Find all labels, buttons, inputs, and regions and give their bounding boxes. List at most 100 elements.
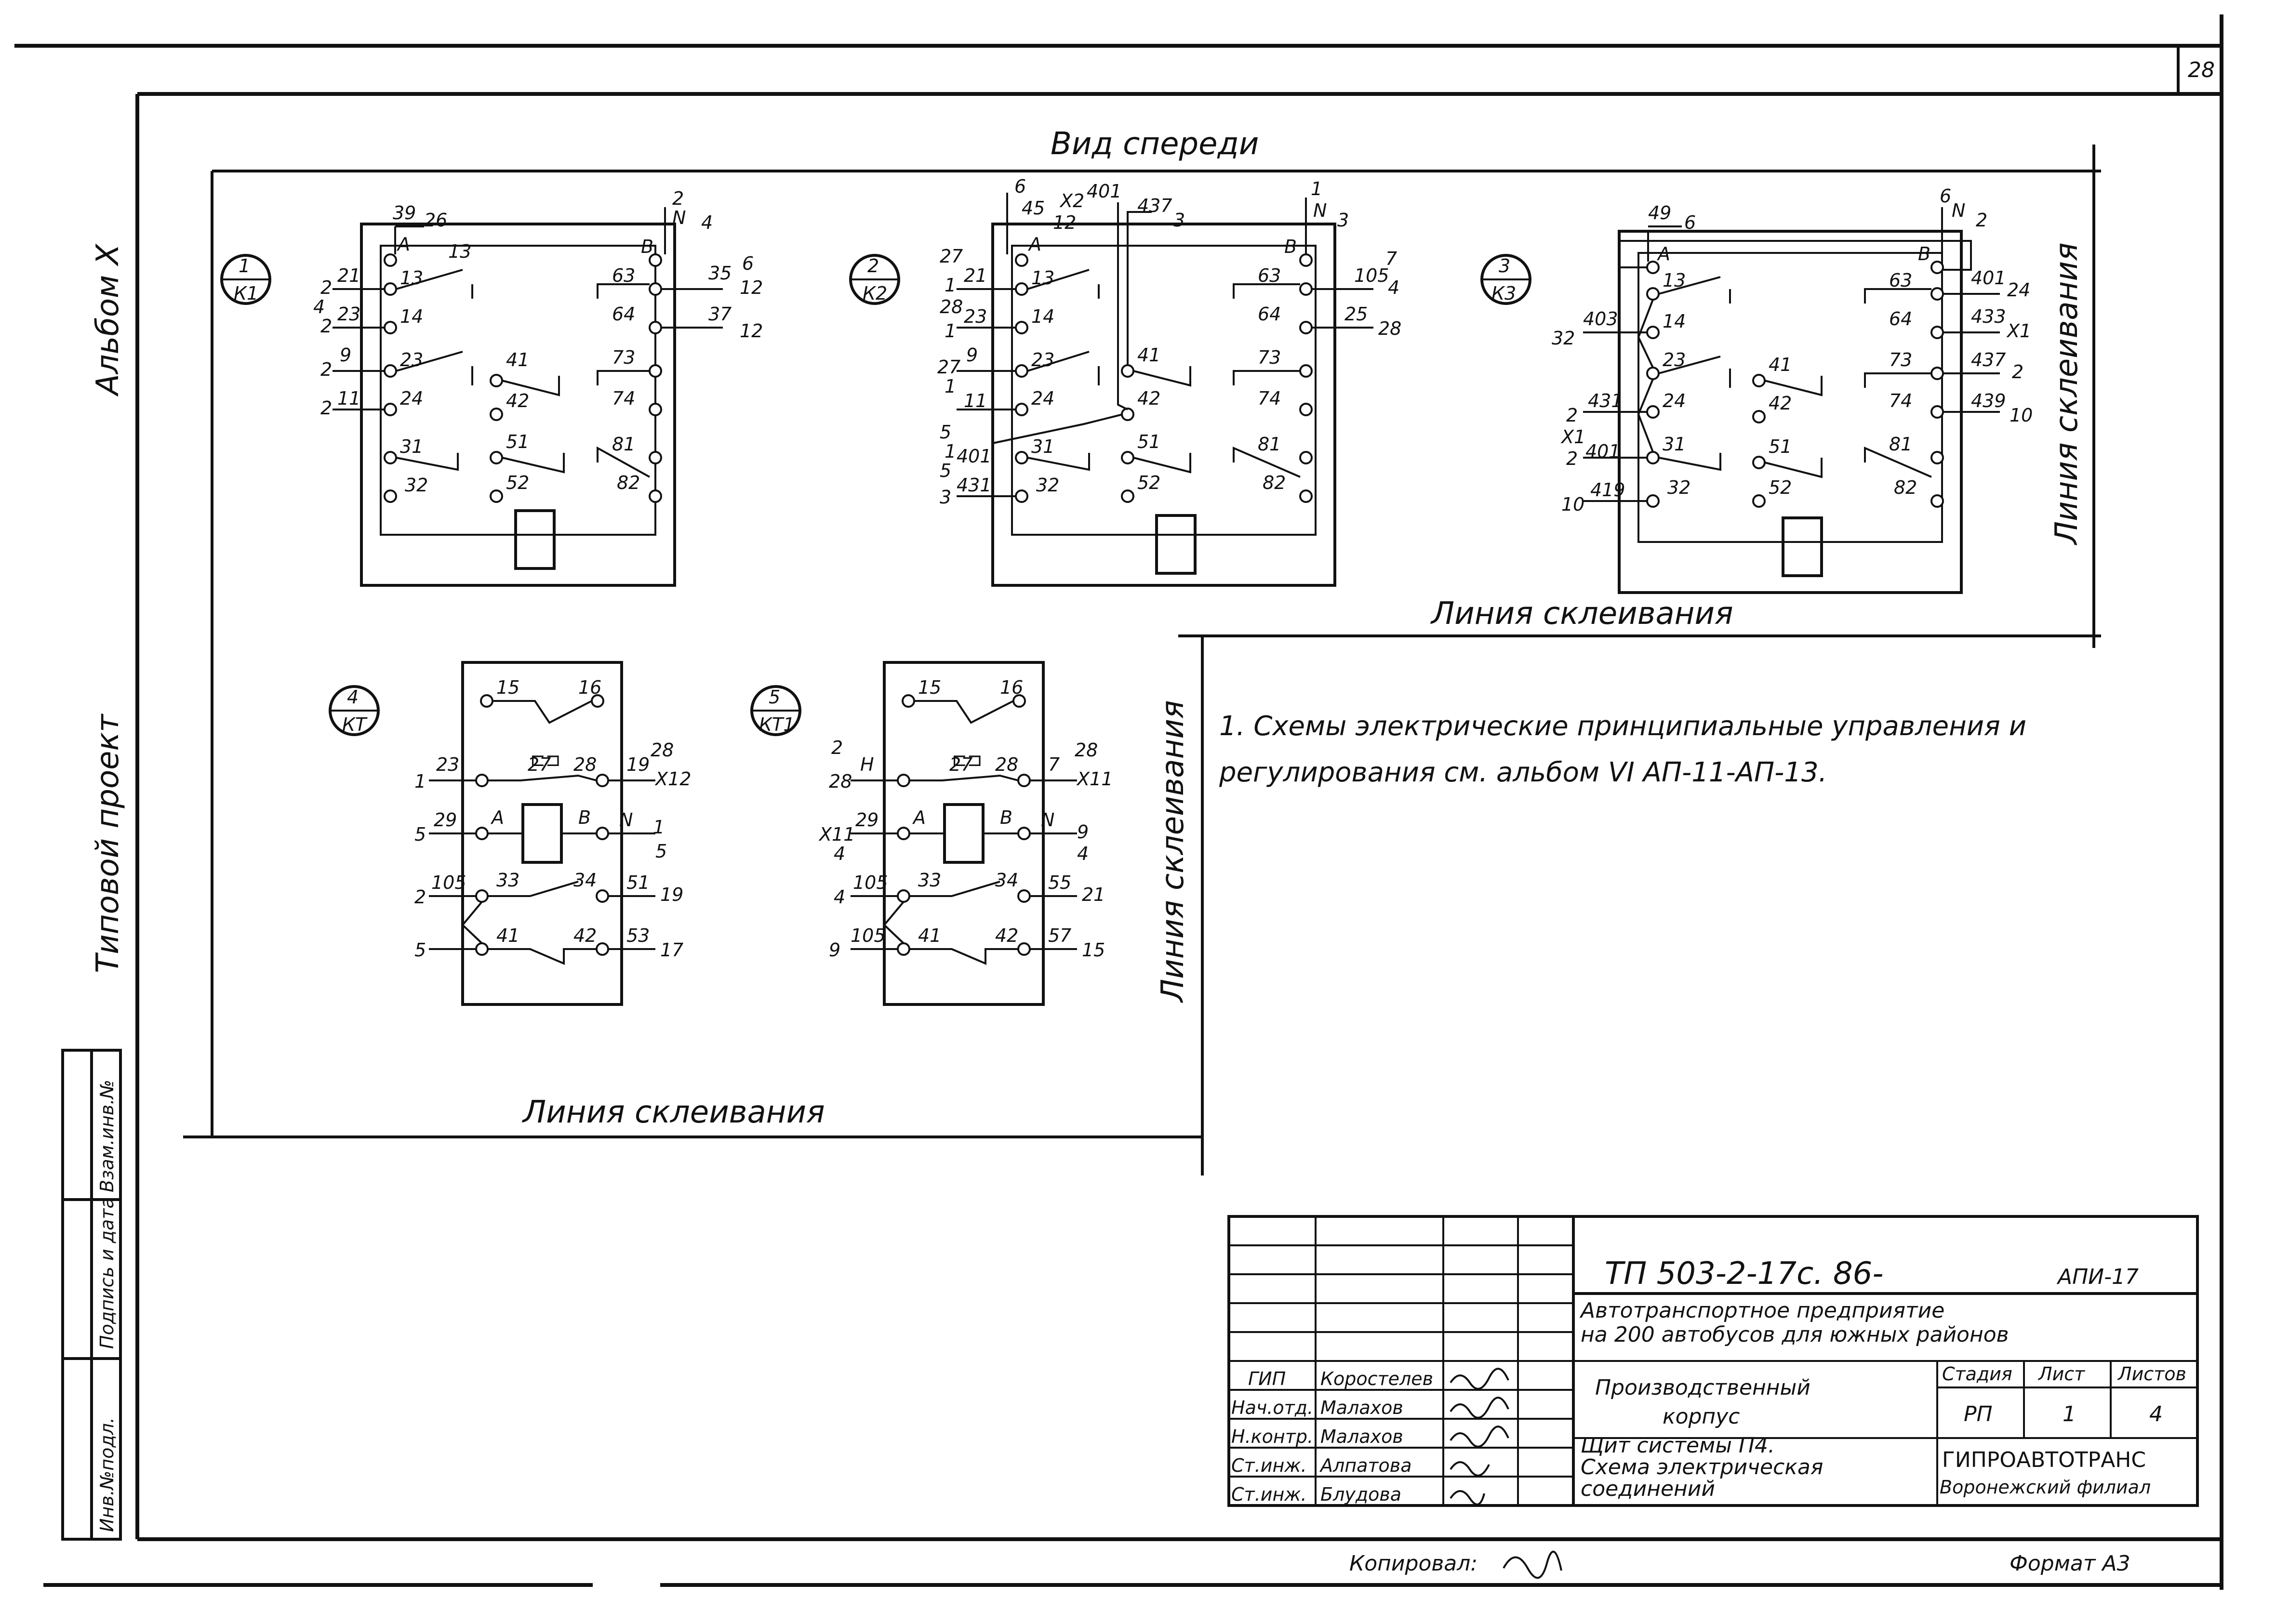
k3-rw-2: 2: [2012, 361, 2023, 383]
k3-c41: 41: [1769, 354, 1792, 375]
k1-c64: 64: [612, 304, 635, 325]
k2-lw-1a: 1: [945, 275, 956, 296]
staff-role-2: Н.контр.: [1231, 1426, 1313, 1447]
k1-rw-37: 37: [708, 304, 732, 325]
k3-rw-x1: X1: [2006, 320, 2031, 342]
signature-1: [1450, 1397, 1509, 1419]
k1-c82: 82: [617, 472, 640, 493]
kt1-rw-28: 28: [1075, 739, 1098, 761]
copied-label: Копировал:: [1349, 1551, 1477, 1576]
k1-c14: 14: [400, 306, 423, 327]
k3-rw-24: 24: [2007, 279, 2030, 301]
sheet-label: Лист: [2037, 1363, 2086, 1385]
staff-role-1: Нач.отд.: [1231, 1397, 1313, 1418]
k2-lw-11: 11: [964, 390, 987, 411]
k1-c23: 23: [400, 349, 423, 370]
k1-term-n: N: [672, 207, 686, 228]
kt1-lw-29: 29: [855, 809, 878, 831]
kt-lw-1: 1: [414, 771, 426, 792]
k2-lw-1c: 1: [945, 376, 956, 397]
signature-4: [1450, 1490, 1485, 1505]
kt-rw-n: N: [619, 809, 633, 831]
k2-lw-28: 28: [940, 296, 963, 317]
sheet-title-line-3: соединений: [1581, 1477, 1715, 1501]
kt1-c42: 42: [995, 925, 1018, 946]
device-num-kt1: 5: [769, 687, 780, 708]
kt1-c27: 27: [949, 754, 972, 775]
project-type-label: Типовой проект: [90, 713, 126, 973]
k2-rw-28: 28: [1378, 318, 1401, 339]
k1-lw-2a: 2: [320, 277, 332, 298]
k3-term-n: N: [1952, 200, 1965, 221]
k2-c24: 24: [1031, 388, 1054, 409]
k3-c42: 42: [1769, 393, 1792, 414]
stage-value: РП: [1964, 1402, 1993, 1426]
k1-lw-9: 9: [340, 344, 351, 366]
k3-term-a: A: [1656, 243, 1670, 264]
k3-rw-10: 10: [2010, 405, 2033, 426]
k3-lw-419: 419: [1590, 479, 1625, 501]
k3-c52: 52: [1769, 477, 1792, 498]
k3-rw-437: 437: [1971, 349, 2006, 370]
k1-rw-6: 6: [742, 253, 754, 274]
k2-c52: 52: [1137, 472, 1160, 493]
device-num-k3: 3: [1499, 255, 1510, 277]
kt-rw-17: 17: [660, 939, 683, 961]
sheet-title-line-2: Схема электрическая: [1581, 1455, 1823, 1479]
title-block: ТП 503-2-17с. 86- АПИ-17 Автотранспортно…: [1227, 1215, 2199, 1507]
staff-name-2: Малахов: [1320, 1426, 1403, 1447]
branch-name: Воронежский филиал: [1940, 1477, 2151, 1498]
kt-c27: 27: [528, 754, 551, 775]
kt1-term-a: A: [912, 807, 926, 828]
device-num-k1: 1: [239, 255, 250, 277]
stamp-inv-label: Инв.№подл.: [96, 1417, 118, 1532]
signature-0: [1450, 1368, 1509, 1390]
object-line-1: Автотранспортное предприятие: [1579, 1298, 1944, 1323]
k1-lw-11: 11: [337, 388, 360, 409]
k2-x2: X2: [1059, 190, 1084, 211]
k3-lw-32: 32: [1552, 328, 1575, 349]
k2-c32: 32: [1036, 475, 1059, 496]
k1-c13: 13: [448, 241, 471, 262]
k1-c13b: 13: [400, 267, 423, 289]
device-num-kt: 4: [347, 687, 359, 708]
k2-lw-1d: 1: [945, 441, 956, 462]
k2-c14: 14: [1031, 306, 1054, 327]
k1-term-b: B: [641, 236, 653, 257]
kt-lw-2: 2: [414, 886, 426, 908]
kt-c34: 34: [573, 870, 597, 891]
device-code-k1: К1: [234, 283, 258, 304]
kt-delay-symbol: ⊏⊐: [530, 749, 561, 770]
device-code-k2: К2: [863, 283, 887, 304]
sheets-value: 4: [2149, 1402, 2163, 1426]
k2-w6: 6: [1014, 176, 1026, 197]
k2-lw-23: 23: [964, 306, 987, 327]
kt1-rw-x11: X11: [1076, 768, 1113, 790]
signature-3: [1450, 1461, 1490, 1477]
k2-term-a: A: [1027, 234, 1041, 255]
note-container: 1. Схемы электрические принципиальные уп…: [1219, 711, 2026, 788]
album-label: Альбом X: [90, 243, 126, 397]
kt1-rw-4: 4: [1077, 843, 1089, 864]
format-label: Формат А3: [2010, 1551, 2130, 1576]
kt-c41: 41: [496, 925, 519, 946]
k1-c81: 81: [612, 434, 635, 455]
left-stamp: Инв.№подл. Подпись и дата Взам.инв.№: [61, 1049, 122, 1541]
k3-c81: 81: [1889, 434, 1912, 455]
k1-c31: 31: [400, 436, 423, 457]
k2-lw-3: 3: [940, 487, 951, 508]
kt1-c28: 28: [995, 754, 1018, 775]
glue-label-horizontal: Линия склеивания: [1430, 596, 1733, 632]
k2-w437: 437: [1137, 195, 1172, 216]
k2-term-b: B: [1284, 236, 1297, 257]
k2-w3: 3: [1173, 210, 1185, 231]
kt1-rw-n: N: [1041, 809, 1054, 831]
k1-rw-12b: 12: [740, 320, 763, 342]
stamp-signature-label: Подпись и дата: [96, 1197, 118, 1349]
kt-rw-19b: 19: [660, 884, 683, 905]
k3-rw-439: 439: [1971, 390, 2006, 411]
kt-lw-23: 23: [436, 754, 459, 775]
k2-rw-105: 105: [1354, 265, 1389, 286]
